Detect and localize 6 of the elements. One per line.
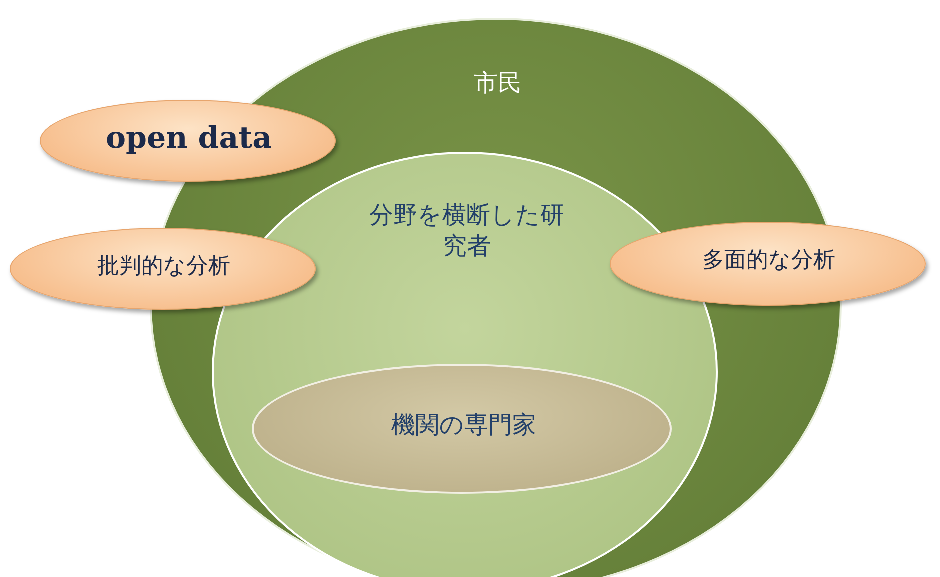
circle-label: 分野を横断した研究者 — [368, 200, 566, 262]
oval-label: 批判的な分析 — [96, 253, 232, 281]
circle-label: 市民 — [473, 68, 523, 99]
ellipse-label: 機関の専門家 — [390, 410, 538, 441]
oval-label: 多面的な分析 — [702, 247, 836, 275]
oval-label: open data — [104, 120, 274, 158]
